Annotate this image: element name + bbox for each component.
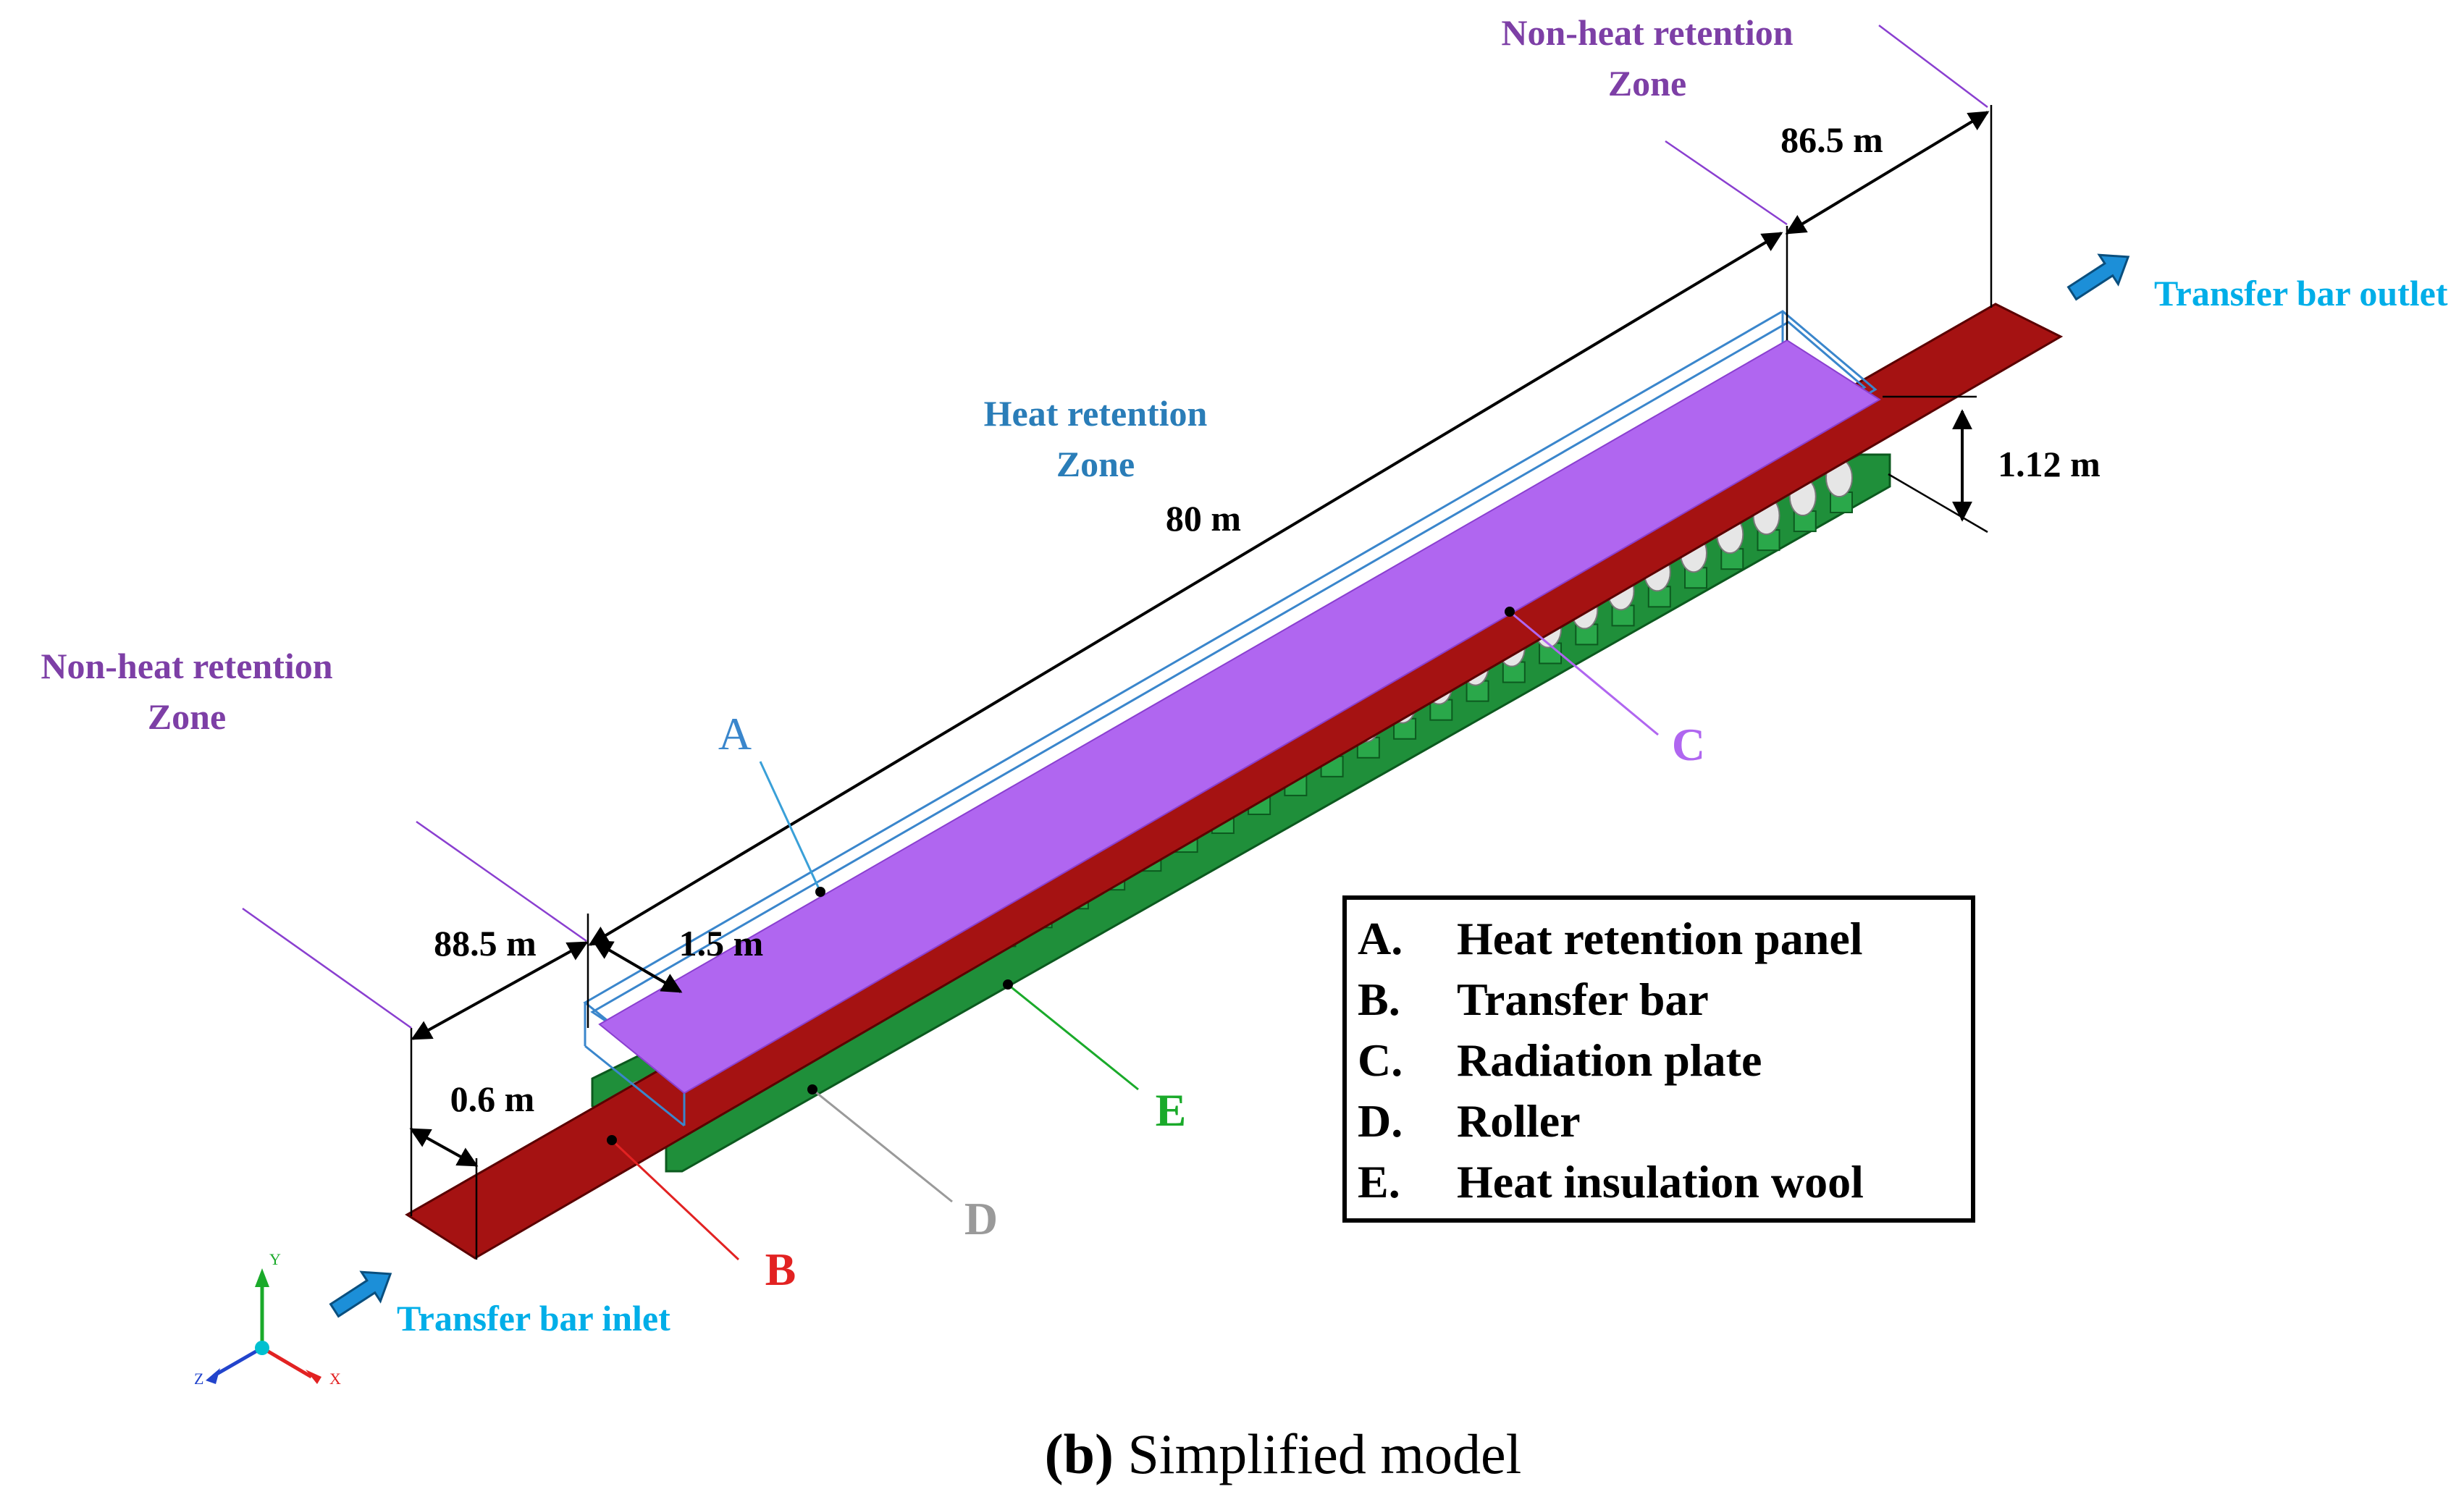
- dim-label-height: 1.12 m: [1998, 444, 2101, 484]
- callout-b: B: [765, 1244, 796, 1295]
- caption-rest: Simplified model: [1114, 1422, 1521, 1485]
- axis-triad: Y X Z: [194, 1250, 341, 1388]
- zone-boundary-lines: [242, 25, 1988, 1029]
- callout-a: A: [718, 708, 752, 759]
- callout-leaders: [610, 610, 1659, 1261]
- zone-label-top-line2: Zone: [1608, 63, 1686, 104]
- dim-label-outlet: 86.5 m: [1780, 119, 1883, 160]
- flow-label-outlet: Transfer bar outlet: [2154, 273, 2448, 313]
- legend-key-b: B.: [1358, 974, 1400, 1025]
- callout-e: E: [1156, 1084, 1187, 1136]
- legend-text-a: Heat retention panel: [1457, 913, 1863, 964]
- figure-caption: (b) Simplified model: [1045, 1422, 1522, 1485]
- dim-label-bar-width: 0.6 m: [450, 1079, 535, 1119]
- axis-label-y: Y: [269, 1250, 281, 1268]
- zone-label-left-line1: Non-heat retention: [41, 646, 332, 686]
- flow-label-inlet: Transfer bar inlet: [397, 1298, 670, 1338]
- extension-lines: [410, 105, 1993, 1260]
- zone-label-top-line1: Non-heat retention: [1501, 12, 1793, 53]
- legend-box: A. Heat retention panel B. Transfer bar …: [1342, 895, 1975, 1223]
- axis-label-x: X: [329, 1370, 341, 1388]
- legend-text-d: Roller: [1457, 1095, 1581, 1147]
- inlet-arrow: [329, 1270, 392, 1318]
- callout-c: C: [1672, 719, 1705, 770]
- dim-label-panel-width: 1.5 m: [679, 923, 764, 963]
- caption-bold: (b): [1045, 1422, 1114, 1485]
- axis-label-z: Z: [194, 1370, 203, 1388]
- legend-text-c: Radiation plate: [1457, 1034, 1762, 1086]
- legend-key-d: D.: [1358, 1095, 1403, 1147]
- callout-d: D: [964, 1193, 998, 1244]
- dim-label-inlet: 88.5 m: [434, 923, 537, 963]
- legend-key-e: E.: [1358, 1156, 1400, 1207]
- legend-key-c: C.: [1358, 1034, 1403, 1086]
- zone-label-heat-line1: Heat retention: [984, 393, 1208, 434]
- dimension-lines: [409, 111, 1990, 1167]
- legend-text-e: Heat insulation wool: [1457, 1156, 1864, 1207]
- dim-label-main: 80 m: [1166, 498, 1241, 539]
- outlet-arrow: [2066, 253, 2130, 301]
- legend-key-a: A.: [1358, 913, 1403, 964]
- zone-label-left-line2: Zone: [148, 696, 226, 737]
- zone-label-heat-line2: Zone: [1056, 444, 1135, 484]
- legend-text-b: Transfer bar: [1457, 974, 1709, 1025]
- callout-dots: [607, 607, 1515, 1145]
